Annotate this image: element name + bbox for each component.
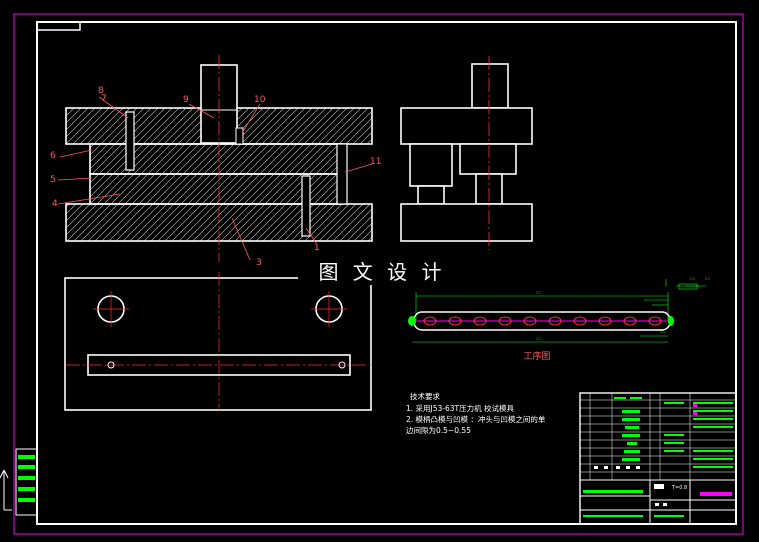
part-leaders bbox=[57, 96, 373, 261]
svg-text:▭: ▭ bbox=[536, 290, 541, 296]
die-plate bbox=[89, 173, 343, 205]
side-left-block bbox=[409, 143, 453, 187]
svg-text:▭: ▭ bbox=[536, 336, 541, 342]
part-number-9: 9 bbox=[183, 95, 189, 105]
plan-view bbox=[64, 272, 372, 411]
part-number-8: 8 bbox=[98, 86, 104, 96]
part-number-7: 7 bbox=[101, 94, 107, 104]
tech-req-line-2: 2. 模柄凸模与凹模 ：冲头与凹模之间的单 bbox=[406, 414, 546, 424]
axis-ucs-icon bbox=[0, 469, 12, 511]
side-upper-plate bbox=[400, 107, 533, 145]
part-number-10: 10 bbox=[254, 95, 266, 105]
main-section-view: 8 7 9 10 6 5 4 11 3 1 bbox=[50, 55, 381, 268]
scale-text: T=0.8 bbox=[671, 485, 687, 491]
guide-pin-left bbox=[125, 111, 135, 171]
side-left-stem bbox=[417, 185, 445, 205]
part-number-4: 4 bbox=[52, 199, 58, 209]
side-lower-plate bbox=[400, 203, 533, 242]
side-shank bbox=[471, 63, 509, 109]
part-number-11: 11 bbox=[370, 157, 381, 167]
side-view bbox=[400, 56, 533, 250]
tech-req-line-3: 边间隙为0.5~0.55 bbox=[406, 425, 471, 435]
part-number-1: 1 bbox=[314, 243, 320, 253]
svg-text:▭: ▭ bbox=[660, 329, 665, 335]
part-number-5: 5 bbox=[50, 175, 56, 185]
tech-req-heading: 技术要求 bbox=[410, 391, 440, 401]
corner-tab bbox=[37, 22, 81, 31]
part-number-3: 3 bbox=[256, 258, 262, 268]
title-block: T=0.8 bbox=[579, 392, 737, 525]
part-number-6: 6 bbox=[50, 151, 56, 161]
guide-post-right bbox=[336, 143, 348, 205]
strip-piercings bbox=[423, 316, 662, 326]
left-binding-strip bbox=[0, 448, 38, 516]
svg-text:▭: ▭ bbox=[705, 276, 710, 282]
process-label: 工序图 bbox=[523, 350, 550, 362]
process-drawing: ▭ ▭ ▭ ▭ ▭ 工序图 bbox=[408, 276, 710, 362]
svg-text:▭: ▭ bbox=[690, 276, 695, 282]
watermark-text: 图 文 设 计 bbox=[318, 260, 445, 284]
watermark-band bbox=[298, 259, 466, 285]
plan-plate-outline bbox=[64, 277, 372, 411]
sheet-outer-frame bbox=[13, 13, 744, 535]
screw-lower bbox=[301, 175, 311, 237]
tech-req-line-1: 1. 采用J53-63T压力机 校试模具 bbox=[406, 403, 515, 413]
drawing-border bbox=[36, 21, 737, 525]
side-right-block bbox=[459, 143, 517, 175]
tech-requirements: 技术要求 1. 采用J53-63T压力机 校试模具 2. 模柄凸模与凹模 ：冲头… bbox=[406, 391, 546, 435]
